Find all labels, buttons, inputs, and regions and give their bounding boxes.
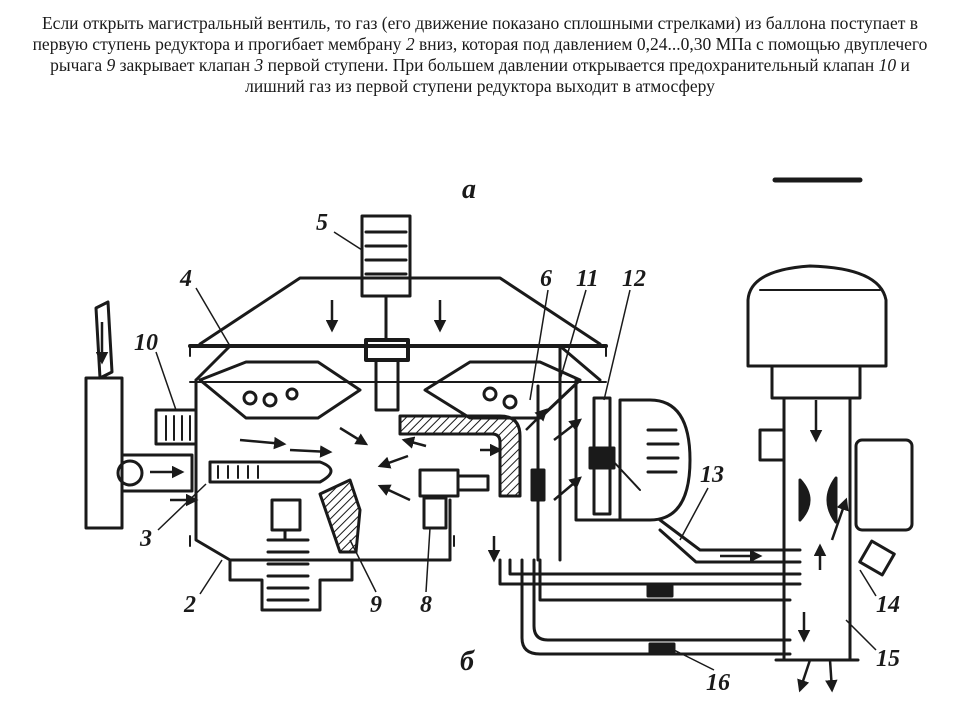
caption-ref-membrane: 2 — [405, 34, 415, 54]
callout-6: 6 — [540, 266, 552, 292]
callout-10: 10 — [134, 330, 158, 356]
caption-ref-valve: 3 — [254, 55, 264, 75]
mixer-assembly — [746, 264, 914, 662]
callout-5: 5 — [316, 210, 328, 236]
figure-caption: Если открыть магистральный вентиль, то г… — [20, 13, 940, 97]
callout-4: 4 — [179, 266, 192, 292]
safety-valve — [154, 408, 198, 446]
callout-13: 13 — [700, 462, 724, 488]
reducer-body — [188, 214, 608, 612]
callout-12: 12 — [622, 266, 646, 292]
caption-ref-safety-valve: 10 — [878, 55, 897, 75]
caption-part-1: Если открыть магистральный вентиль, то г… — [32, 13, 918, 54]
callout-16: 16 — [706, 670, 730, 696]
callout-14: 14 — [876, 592, 900, 618]
caption-ref-lever: 9 — [106, 55, 116, 75]
flow-arrows — [95, 300, 849, 693]
callout-9: 9 — [370, 592, 382, 618]
gas-lines — [498, 518, 802, 656]
callouts: 5 4 10 3 2 9 8 6 11 12 13 14 15 16 — [134, 210, 900, 696]
view-label-b: б — [460, 646, 475, 677]
callout-8: 8 — [420, 592, 432, 618]
callout-3: 3 — [139, 526, 152, 552]
second-stage — [530, 344, 692, 562]
callout-2: 2 — [183, 592, 196, 618]
caption-part-4: первой ступени. При большем давлении отк… — [263, 55, 879, 75]
caption-part-2: вниз, которая под давлением 0,24...0,30 … — [50, 34, 928, 75]
callout-11: 11 — [576, 266, 599, 292]
view-label-a: а — [462, 174, 476, 205]
callout-15: 15 — [876, 646, 900, 672]
caption-part-5: и лишний газ из первой ступени редуктора… — [245, 55, 910, 96]
leader-lines — [155, 231, 877, 671]
caption-part-3: закрывает клапан — [115, 55, 255, 75]
